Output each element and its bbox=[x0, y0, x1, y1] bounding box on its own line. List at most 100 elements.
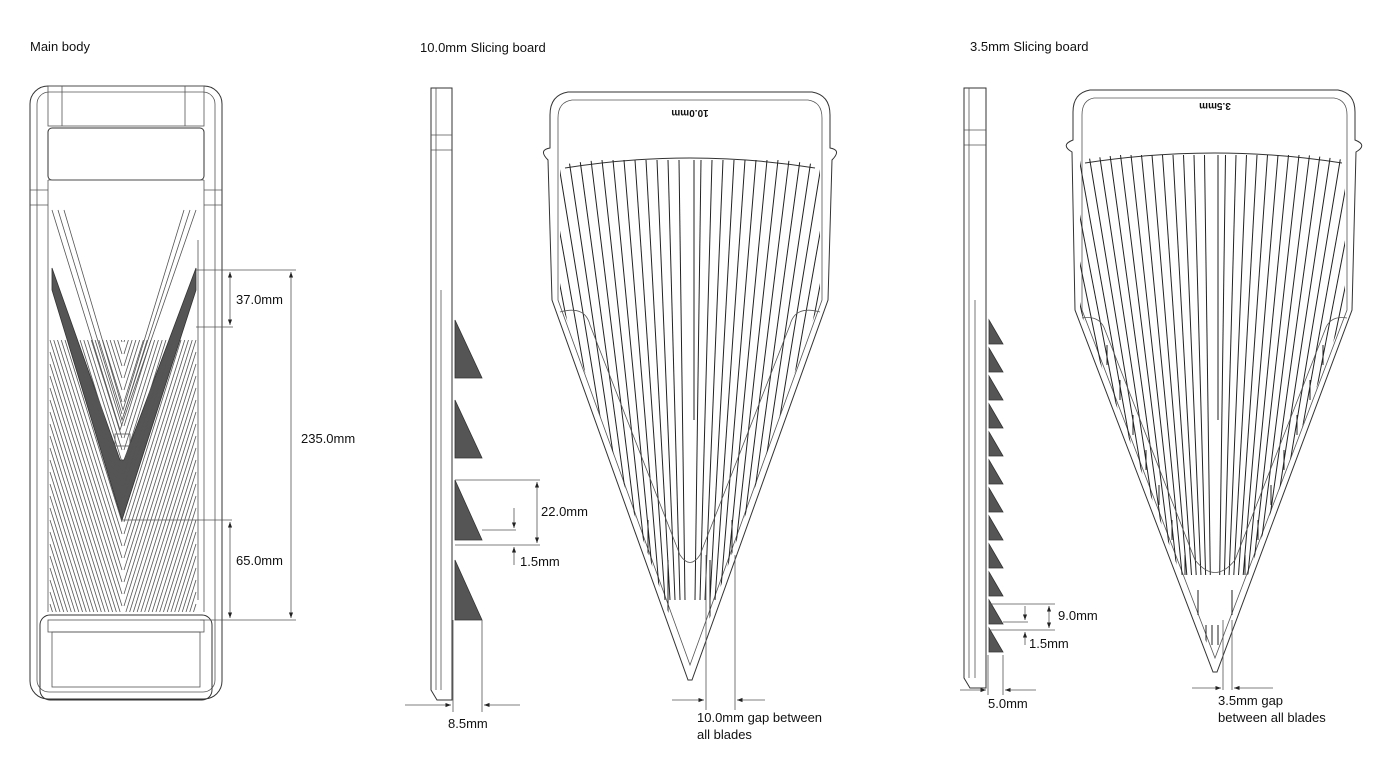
hatch-line bbox=[123, 340, 167, 475]
hatch-line bbox=[155, 483, 197, 612]
hatch-line bbox=[1080, 154, 1155, 576]
hatch-line bbox=[87, 340, 123, 451]
hatch-line bbox=[1172, 154, 1197, 576]
hatch-line bbox=[678, 159, 686, 601]
hatch-line bbox=[90, 340, 123, 439]
hatch-line bbox=[568, 159, 636, 601]
hatch-line bbox=[178, 555, 197, 612]
blade-tooth bbox=[988, 570, 1004, 597]
hatch-line bbox=[1183, 154, 1202, 576]
hatch-line bbox=[1219, 154, 1226, 576]
hatch-line bbox=[64, 340, 123, 523]
hatch-line bbox=[123, 340, 144, 403]
hatch-line bbox=[151, 471, 197, 612]
hatch-line bbox=[729, 159, 779, 601]
blade-tooth bbox=[988, 458, 1004, 485]
hatch-line bbox=[724, 159, 768, 601]
gap-label-35-line2: between all blades bbox=[1218, 710, 1326, 725]
hatch-line bbox=[68, 340, 123, 511]
dim-22mm: 22.0mm bbox=[541, 504, 588, 519]
hatch-line bbox=[49, 531, 76, 612]
hatch-line bbox=[1233, 154, 1258, 576]
hatch-line bbox=[136, 423, 197, 612]
hatch-line bbox=[159, 495, 197, 612]
hatch-line bbox=[123, 340, 193, 559]
hatch-line bbox=[123, 340, 129, 355]
hatch-line bbox=[123, 351, 197, 583]
hatch-line bbox=[560, 159, 611, 601]
hatch-line bbox=[185, 579, 197, 612]
hatch-line bbox=[1109, 154, 1169, 576]
title-10mm-board: 10.0mm Slicing board bbox=[420, 40, 546, 55]
hatch-line bbox=[49, 399, 117, 612]
hatch-line bbox=[105, 340, 123, 391]
hatch-line bbox=[181, 567, 197, 612]
hatch-line bbox=[734, 159, 790, 601]
hatch-line bbox=[1261, 154, 1321, 576]
hatch-line bbox=[123, 375, 197, 607]
hatch-line bbox=[645, 159, 671, 601]
main-body-dimensions bbox=[122, 269, 296, 621]
hatch-line bbox=[1275, 154, 1345, 576]
hatch-line bbox=[79, 340, 123, 475]
hatch-line bbox=[72, 340, 123, 499]
hatch-line bbox=[49, 471, 95, 612]
hatch-line bbox=[144, 447, 197, 612]
gap-label-10-line1: 10.0mm gap between bbox=[697, 710, 822, 725]
blade-tooth bbox=[988, 402, 1004, 429]
hatch-line bbox=[123, 340, 171, 487]
hatch-line bbox=[60, 340, 123, 535]
hatch-line bbox=[49, 411, 113, 612]
hatch-line bbox=[123, 340, 186, 535]
board-35-front-view: 3.5mm bbox=[1065, 89, 1363, 691]
hatch-line bbox=[83, 340, 123, 463]
hatch-line bbox=[75, 340, 123, 487]
hatch-line bbox=[163, 507, 197, 612]
hatch-line bbox=[98, 340, 123, 415]
gap-label-35-line1: 3.5mm gap bbox=[1218, 693, 1283, 708]
blade-tooth bbox=[988, 374, 1004, 401]
title-3-5mm-board: 3.5mm Slicing board bbox=[970, 39, 1089, 54]
hatch-line bbox=[1294, 154, 1345, 576]
dim-5mm: 5.0mm bbox=[988, 696, 1028, 711]
hatch-line bbox=[123, 340, 178, 511]
plate-marking-3-5mm: 3.5mm bbox=[1199, 100, 1231, 111]
hatch-line bbox=[601, 159, 651, 601]
hatch-line bbox=[174, 543, 197, 612]
hatch-line bbox=[759, 159, 820, 601]
hatch-line bbox=[94, 340, 123, 427]
hatch-line bbox=[189, 591, 197, 612]
hatch-line bbox=[1252, 154, 1300, 576]
blade-tooth bbox=[988, 318, 1004, 345]
hatch-line bbox=[1299, 154, 1345, 576]
dim-1-5mm-10: 1.5mm bbox=[520, 554, 560, 569]
hatch-line bbox=[744, 159, 812, 601]
hatch-line bbox=[123, 340, 152, 427]
hatch-line bbox=[667, 159, 681, 601]
hatch-line bbox=[1228, 154, 1247, 576]
dim-65mm: 65.0mm bbox=[236, 553, 283, 568]
hatch-line bbox=[49, 459, 98, 612]
hatch-line bbox=[113, 340, 123, 367]
blade-tooth bbox=[988, 346, 1004, 373]
hatch-line bbox=[1204, 154, 1211, 576]
hatch-line bbox=[125, 387, 197, 612]
hatch-line bbox=[656, 159, 676, 601]
hatch-line bbox=[49, 495, 87, 612]
hatch-line bbox=[49, 507, 83, 612]
hatch-line bbox=[1088, 154, 1160, 576]
hatch-line bbox=[49, 351, 123, 583]
blade-tooth bbox=[988, 514, 1004, 541]
hatch-line bbox=[1162, 154, 1192, 576]
hatch-line bbox=[148, 459, 197, 612]
hatch-line bbox=[714, 159, 746, 601]
hatch-line bbox=[123, 340, 137, 379]
hatch-line bbox=[1080, 154, 1131, 576]
hatch-line bbox=[579, 159, 641, 601]
hatch-line bbox=[49, 387, 121, 612]
hatch-line bbox=[57, 340, 123, 547]
hatch-line bbox=[123, 340, 156, 439]
hatch-line bbox=[123, 340, 159, 451]
blade-tooth bbox=[988, 430, 1004, 457]
hatch-line bbox=[1242, 154, 1279, 576]
